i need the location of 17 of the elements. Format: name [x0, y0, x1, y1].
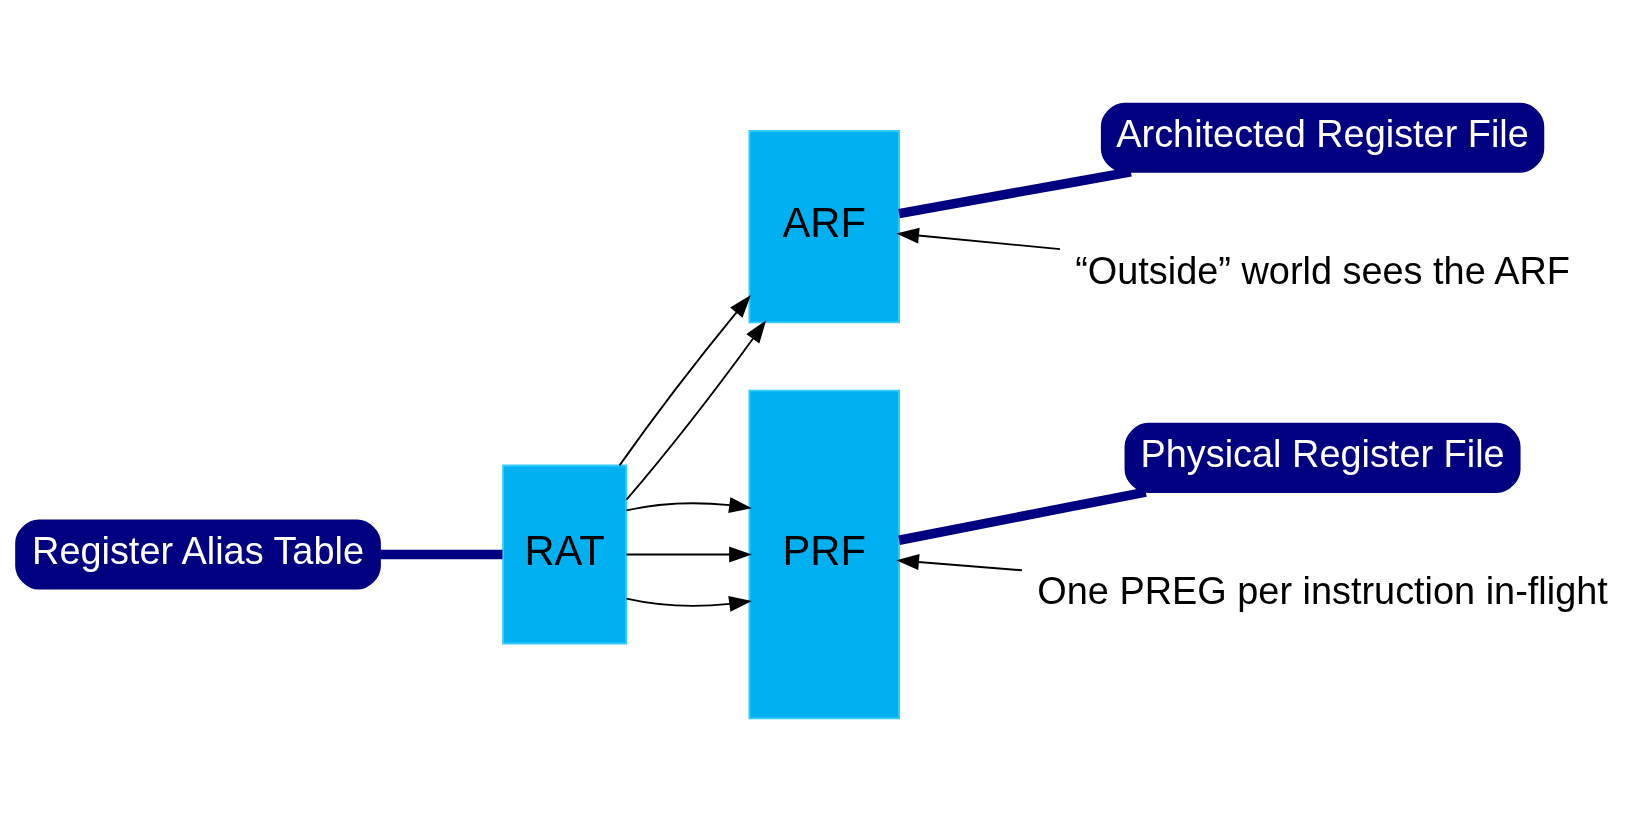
- arrow: [625, 546, 752, 562]
- arrow: [625, 319, 767, 501]
- node-box: Architected Register File: [1100, 102, 1545, 173]
- arrow: [625, 595, 752, 612]
- node-box: Register Alias Table: [15, 518, 381, 590]
- arrow: [896, 227, 1061, 250]
- node-box: PRF: [748, 389, 901, 719]
- arrow: [625, 496, 752, 513]
- node-box: RAT: [502, 464, 628, 645]
- connector: [898, 486, 1147, 545]
- connector: [380, 549, 503, 559]
- arrow: [618, 294, 751, 466]
- arrow: [896, 553, 1023, 571]
- node-box: Physical Register File: [1124, 422, 1521, 493]
- node-text: “Outside” world sees the ARF: [1075, 249, 1570, 292]
- node-box: ARF: [748, 129, 901, 323]
- node-text: One PREG per instruction in-flight: [1037, 569, 1608, 612]
